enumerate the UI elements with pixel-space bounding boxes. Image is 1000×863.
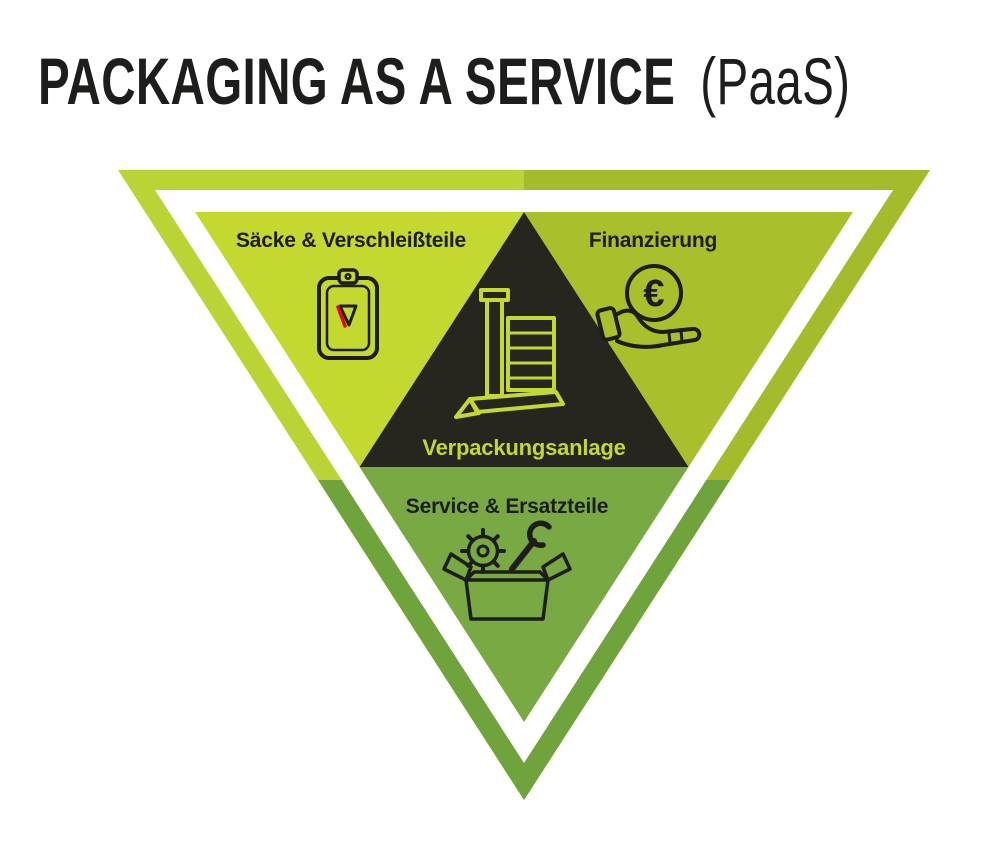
box-gear-wrench-icon [442, 520, 572, 621]
page-title-main: PACKAGING AS A SERVICE [38, 44, 676, 118]
label-service-ersatzteile: Service & Ersatzteile [406, 495, 608, 518]
machine-bag-stack [506, 316, 556, 392]
box-opening [464, 570, 550, 582]
sack-clip [337, 268, 359, 285]
label-finanzierung: Finanzierung [589, 229, 717, 252]
machine-stack-slats [506, 331, 556, 380]
box-front [464, 578, 550, 621]
hand-cuff [595, 306, 622, 342]
wrench-handle [509, 538, 537, 572]
machine-head [479, 288, 510, 302]
sack-inner-line [325, 284, 371, 352]
label-saecke-verschleissteile: Säcke & Verschleißteile [236, 229, 466, 252]
label-verpackungsanlage: Verpackungsanlage [422, 435, 625, 460]
sack-logo-mark [338, 304, 358, 327]
wrench-head [526, 520, 552, 548]
sack-clip-dot [344, 272, 352, 281]
hand-finger-lines [667, 329, 684, 345]
gear-hub [476, 544, 490, 558]
sack-with-logo-icon [317, 268, 379, 360]
hand-euro-coin-icon [595, 264, 702, 349]
box-right-flap [541, 552, 572, 582]
machine-chute [454, 397, 481, 419]
page-title-suffix: (PaaS) [700, 44, 851, 118]
sack-logo-red-stroke [336, 305, 347, 328]
gear-teeth [460, 528, 506, 574]
packaging-machine-icon [454, 288, 565, 419]
segment-service-ersatzteile [359, 467, 689, 722]
segment-saecke-verschleissteile [195, 212, 524, 467]
segment-center-verpackungsanlage [359, 212, 689, 467]
euro-coin-circle [625, 264, 683, 322]
hand-outline [614, 308, 702, 349]
box-left-flap [442, 552, 473, 582]
euro-symbol: € [643, 273, 664, 315]
page-title: PACKAGING AS A SERVICE (PaaS) [38, 48, 850, 114]
